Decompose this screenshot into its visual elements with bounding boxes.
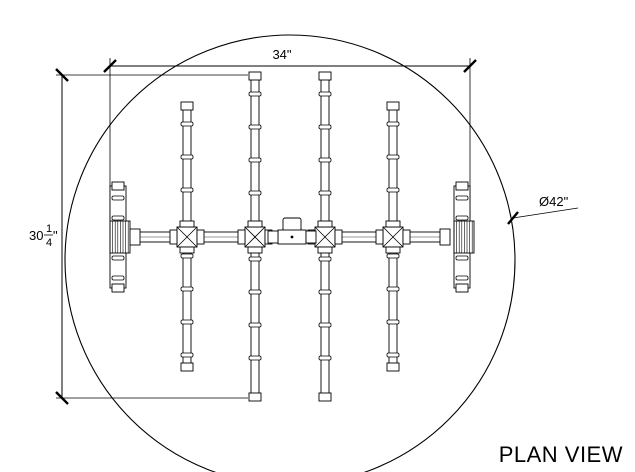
burner-port	[386, 286, 400, 292]
pipe-coupling	[169, 229, 178, 245]
height-dimension-label: 30 1 4 "	[29, 223, 58, 249]
burner-port	[248, 355, 262, 361]
cross-fitting-mark	[244, 226, 266, 248]
bracket-cap	[111, 181, 125, 191]
burner-port	[111, 195, 125, 201]
branch-end-cap	[318, 392, 332, 402]
burner-manifold-assembly	[109, 71, 475, 402]
burner-port	[180, 154, 194, 160]
view-title: PLAN VIEW	[498, 442, 623, 467]
branch-end-cap	[386, 362, 400, 372]
burner-port	[386, 253, 400, 259]
burner-port	[180, 319, 194, 325]
width-dimension-label: 34"	[272, 47, 291, 62]
pipe-coupling	[237, 229, 246, 245]
burner-port	[386, 187, 400, 193]
burner-port	[318, 124, 332, 130]
pipe-coupling	[439, 228, 451, 246]
burner-port	[455, 275, 469, 281]
burner-port	[386, 352, 400, 358]
burner-port	[248, 256, 262, 262]
burner-port	[318, 91, 332, 97]
inlet-point	[290, 235, 294, 239]
pipe-coupling	[402, 229, 411, 245]
pipe-coupling	[385, 220, 401, 228]
pipe-coupling	[179, 246, 195, 254]
threaded-collar	[453, 220, 475, 254]
branch-end-cap	[318, 71, 332, 81]
burner-port	[180, 352, 194, 358]
branch-end-cap	[180, 101, 194, 111]
burner-port	[111, 275, 125, 281]
branch-end-cap	[386, 101, 400, 111]
cross-fitting-mark	[382, 226, 404, 248]
pipe-coupling	[247, 246, 263, 254]
burner-port	[386, 319, 400, 325]
branch-end-cap	[248, 392, 262, 402]
width-dimension	[103, 58, 477, 238]
pipe-coupling	[375, 229, 384, 245]
pipe-coupling	[247, 220, 263, 228]
burner-port	[318, 289, 332, 295]
burner-port	[318, 355, 332, 361]
burner-port	[111, 215, 125, 221]
burner-port	[248, 157, 262, 163]
burner-port	[180, 286, 194, 292]
burner-port	[180, 187, 194, 193]
branch-end-cap	[248, 71, 262, 81]
outer-circle	[64, 34, 516, 472]
bracket-cap	[111, 283, 125, 293]
pipe-coupling	[129, 228, 141, 246]
burner-port	[248, 289, 262, 295]
burner-port	[318, 256, 332, 262]
cross-fitting-mark	[314, 226, 336, 248]
svg-text:1: 1	[46, 223, 52, 235]
burner-port	[248, 91, 262, 97]
pipe-coupling	[196, 229, 205, 245]
pipe-coupling	[179, 220, 195, 228]
burner-port	[248, 190, 262, 196]
diameter-dimension-label: Ø42"	[539, 194, 569, 209]
burner-port	[318, 157, 332, 163]
pipe-coupling	[334, 229, 343, 245]
pipe-coupling	[305, 230, 317, 244]
burner-port	[248, 322, 262, 328]
burner-port	[111, 255, 125, 261]
height-dimension	[55, 68, 248, 405]
pipe-coupling	[317, 220, 333, 228]
svg-text:30: 30	[29, 228, 43, 243]
burner-port	[180, 121, 194, 127]
svg-text:4: 4	[46, 237, 52, 249]
svg-text:": "	[53, 228, 58, 243]
diameter-dimension	[507, 207, 579, 225]
pipe-coupling	[267, 230, 279, 244]
cross-fitting-mark	[176, 226, 198, 248]
threaded-collar	[109, 220, 131, 254]
burner-port	[386, 121, 400, 127]
burner-port	[248, 124, 262, 130]
burner-port	[386, 154, 400, 160]
burner-port	[455, 255, 469, 261]
burner-port	[455, 215, 469, 221]
burner-port	[180, 253, 194, 259]
burner-port	[318, 190, 332, 196]
burner-port	[318, 322, 332, 328]
branch-end-cap	[180, 362, 194, 372]
bracket-cap	[455, 283, 469, 293]
pipe-coupling	[317, 246, 333, 254]
burner-port	[455, 195, 469, 201]
pipe-coupling	[385, 246, 401, 254]
bracket-cap	[455, 181, 469, 191]
